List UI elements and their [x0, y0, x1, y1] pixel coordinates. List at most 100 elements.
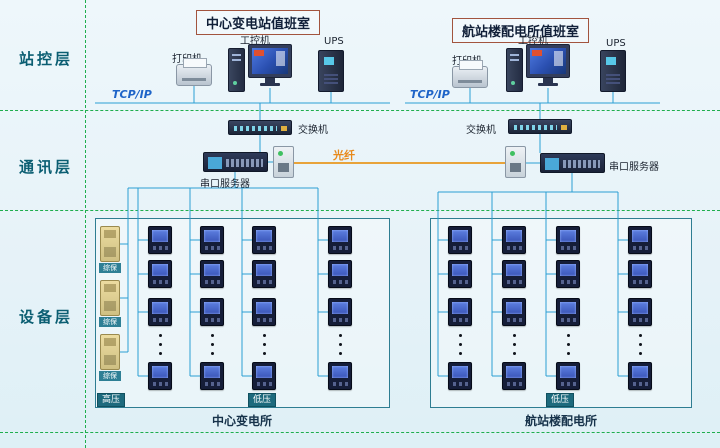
right-pc-label: 工控机 — [518, 36, 548, 47]
meter-screen — [152, 366, 168, 378]
protection-relay-label: 综保 — [99, 371, 121, 381]
ellipsis-more-meters — [338, 334, 342, 361]
dot — [458, 343, 462, 346]
power-meter — [448, 226, 472, 254]
dot — [338, 343, 342, 346]
meter-buttons — [633, 280, 649, 284]
ellipsis-more-meters — [638, 334, 642, 361]
meter-buttons — [561, 318, 577, 322]
left-tcpip-label: TCP/IP — [112, 88, 152, 101]
meter-buttons — [153, 246, 169, 250]
meter-buttons — [561, 382, 577, 386]
meter-screen — [632, 302, 648, 314]
right-lv-chip: 低压 — [546, 393, 575, 407]
power-meter — [502, 260, 526, 288]
meter-buttons — [453, 280, 469, 284]
meter-screen — [632, 366, 648, 378]
meter-screen — [256, 230, 272, 242]
left-switch-icon — [228, 120, 292, 135]
right-tcpip-label: TCP/IP — [410, 88, 450, 101]
power-meter — [252, 226, 276, 254]
power-meter — [628, 260, 652, 288]
meter-buttons — [453, 382, 469, 386]
meter-screen — [152, 264, 168, 276]
dot — [210, 343, 214, 346]
meter-buttons — [453, 246, 469, 250]
left-printer-icon — [176, 58, 212, 86]
dot — [338, 352, 342, 355]
power-meter — [148, 362, 172, 390]
dot — [638, 352, 642, 355]
power-meter — [448, 362, 472, 390]
meter-buttons — [153, 318, 169, 322]
left-fiber-converter-icon — [273, 146, 294, 178]
meter-buttons — [333, 246, 349, 250]
right-pc-base — [538, 83, 558, 86]
meter-screen — [332, 366, 348, 378]
power-meter — [628, 226, 652, 254]
layer-label-station: 站控层 — [18, 50, 73, 68]
meter-screen — [506, 366, 522, 378]
power-meter — [148, 298, 172, 326]
ellipsis-more-meters — [512, 334, 516, 361]
meter-buttons — [633, 246, 649, 250]
right-serial-server-label: 串口服务器 — [609, 162, 659, 173]
meter-screen — [452, 302, 468, 314]
left-box-caption: 中心变电所 — [211, 414, 272, 428]
power-meter — [200, 226, 224, 254]
right-ups-icon — [600, 50, 626, 92]
meter-buttons — [153, 280, 169, 284]
dot — [158, 343, 162, 346]
dot — [566, 334, 570, 337]
power-meter — [252, 260, 276, 288]
power-meter — [328, 298, 352, 326]
meter-buttons — [257, 246, 273, 250]
separator-comm-device — [0, 210, 720, 211]
meter-screen — [256, 302, 272, 314]
dot — [262, 352, 266, 355]
meter-screen — [152, 230, 168, 242]
dot — [638, 334, 642, 337]
power-meter — [200, 260, 224, 288]
right-switch-icon — [508, 119, 572, 134]
meter-screen — [152, 302, 168, 314]
right-room-title: 航站楼配电所值班室 — [452, 18, 590, 43]
meter-screen — [506, 302, 522, 314]
right-ups-label: UPS — [606, 38, 626, 49]
meter-buttons — [153, 382, 169, 386]
power-meter — [556, 226, 580, 254]
meter-buttons — [333, 280, 349, 284]
meter-buttons — [205, 246, 221, 250]
meter-screen — [204, 302, 220, 314]
left-ups-icon — [318, 50, 344, 92]
power-meter — [328, 226, 352, 254]
dot — [210, 334, 214, 337]
left-lv-chip: 低压 — [248, 393, 277, 407]
meter-buttons — [257, 382, 273, 386]
meter-screen — [332, 230, 348, 242]
meter-buttons — [205, 382, 221, 386]
left-ups-label: UPS — [324, 36, 344, 47]
dot — [458, 352, 462, 355]
protection-relay — [100, 280, 120, 316]
monitor-screen — [530, 48, 566, 74]
power-meter — [556, 260, 580, 288]
power-meter — [200, 362, 224, 390]
meter-screen — [204, 366, 220, 378]
meter-buttons — [205, 280, 221, 284]
dot — [158, 352, 162, 355]
meter-screen — [256, 366, 272, 378]
right-fiber-converter-icon — [505, 146, 526, 178]
meter-buttons — [453, 318, 469, 322]
meter-buttons — [507, 318, 523, 322]
meter-screen — [632, 230, 648, 242]
left-serial-server-icon — [203, 152, 268, 172]
protection-relay-label: 综保 — [99, 263, 121, 273]
power-meter — [328, 362, 352, 390]
protection-relay — [100, 226, 120, 262]
layer-label-device: 设备层 — [18, 308, 73, 326]
meter-screen — [452, 264, 468, 276]
layer-label-comm: 通讯层 — [18, 158, 73, 176]
meter-screen — [506, 264, 522, 276]
